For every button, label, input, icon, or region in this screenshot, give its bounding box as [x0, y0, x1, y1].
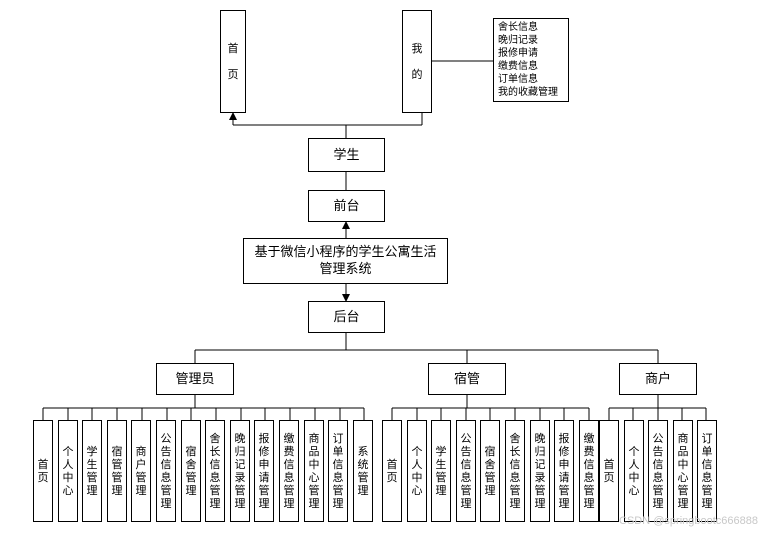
module-label: 报修申请管理: [558, 432, 570, 510]
module-node: 宿舍管理: [181, 420, 201, 522]
module-node: 订单信息管理: [697, 420, 717, 522]
system-label: 基于微信小程序的学生公寓生活管理系统: [254, 245, 437, 277]
role-admin-node: 管理员: [156, 363, 234, 395]
mine-item: 报修申请: [498, 48, 538, 59]
module-node: 个人中心: [624, 420, 644, 522]
module-label: 公告信息管理: [460, 432, 472, 510]
student-label: 学生: [333, 147, 360, 163]
home-label: 首页: [227, 41, 239, 81]
module-label: 订单信息管理: [332, 432, 344, 510]
module-node: 首页: [599, 420, 619, 522]
role-admin-label: 管理员: [175, 371, 215, 387]
module-label: 舍长信息管理: [209, 432, 221, 510]
module-label: 晚归记录管理: [234, 432, 246, 510]
mine-item: 晚归记录: [498, 35, 538, 46]
module-node: 个人中心: [58, 420, 78, 522]
role-merchant-label: 商户: [644, 371, 671, 387]
watermark: CSDN @springbootc666888: [619, 515, 758, 527]
module-node: 公告信息管理: [456, 420, 476, 522]
module-node: 报修申请管理: [554, 420, 574, 522]
module-node: 缴费信息管理: [579, 420, 599, 522]
module-node: 商户管理: [131, 420, 151, 522]
module-label: 系统管理: [357, 445, 369, 497]
module-node: 晚归记录管理: [230, 420, 250, 522]
module-node: 公告信息管理: [156, 420, 176, 522]
mine-item: 缴费信息: [498, 61, 538, 72]
module-label: 学生管理: [435, 445, 447, 497]
mine-node: 我的: [402, 10, 432, 113]
backend-label: 后台: [333, 309, 360, 325]
role-dorm-node: 宿管: [428, 363, 506, 395]
module-label: 学生管理: [86, 445, 98, 497]
module-label: 报修申请管理: [258, 432, 270, 510]
mine-item: 我的收藏管理: [498, 87, 558, 98]
module-node: 订单信息管理: [328, 420, 348, 522]
module-node: 公告信息管理: [648, 420, 668, 522]
module-label: 宿舍管理: [484, 445, 496, 497]
module-node: 宿管管理: [107, 420, 127, 522]
role-dorm-label: 宿管: [453, 371, 480, 387]
module-node: 首页: [382, 420, 402, 522]
frontend-label: 前台: [333, 198, 360, 214]
module-node: 系统管理: [353, 420, 373, 522]
module-label: 首页: [386, 458, 398, 484]
module-label: 公告信息管理: [160, 432, 172, 510]
module-label: 个人中心: [411, 445, 423, 497]
module-node: 宿舍管理: [480, 420, 500, 522]
student-node: 学生: [308, 138, 385, 172]
module-label: 商品中心管理: [308, 432, 320, 510]
home-node: 首页: [220, 10, 246, 113]
system-node: 基于微信小程序的学生公寓生活管理系统: [243, 238, 448, 284]
module-label: 宿舍管理: [185, 445, 197, 497]
module-label: 公告信息管理: [652, 432, 664, 510]
module-label: 舍长信息管理: [509, 432, 521, 510]
module-node: 报修申请管理: [254, 420, 274, 522]
module-label: 订单信息管理: [701, 432, 713, 510]
module-node: 舍长信息管理: [505, 420, 525, 522]
module-node: 商品中心管理: [673, 420, 693, 522]
module-label: 缴费信息管理: [583, 432, 595, 510]
module-label: 商品中心管理: [677, 432, 689, 510]
module-label: 个人中心: [628, 445, 640, 497]
role-merchant-node: 商户: [619, 363, 697, 395]
module-label: 商户管理: [135, 445, 147, 497]
mine-item: 舍长信息: [498, 22, 538, 33]
module-label: 宿管管理: [111, 445, 123, 497]
module-label: 个人中心: [62, 445, 74, 497]
module-node: 缴费信息管理: [279, 420, 299, 522]
module-label: 晚归记录管理: [534, 432, 546, 510]
module-node: 个人中心: [407, 420, 427, 522]
mine-label: 我的: [411, 41, 423, 81]
module-node: 首页: [33, 420, 53, 522]
module-node: 学生管理: [431, 420, 451, 522]
backend-node: 后台: [308, 301, 385, 333]
module-node: 舍长信息管理: [205, 420, 225, 522]
module-label: 缴费信息管理: [283, 432, 295, 510]
frontend-node: 前台: [308, 190, 385, 222]
mine-item: 订单信息: [498, 74, 538, 85]
module-node: 晚归记录管理: [530, 420, 550, 522]
module-node: 学生管理: [82, 420, 102, 522]
mine-items-list: 舍长信息 晚归记录 报修申请 缴费信息 订单信息 我的收藏管理: [493, 18, 569, 102]
module-label: 首页: [37, 458, 49, 484]
module-node: 商品中心管理: [304, 420, 324, 522]
module-label: 首页: [603, 458, 615, 484]
